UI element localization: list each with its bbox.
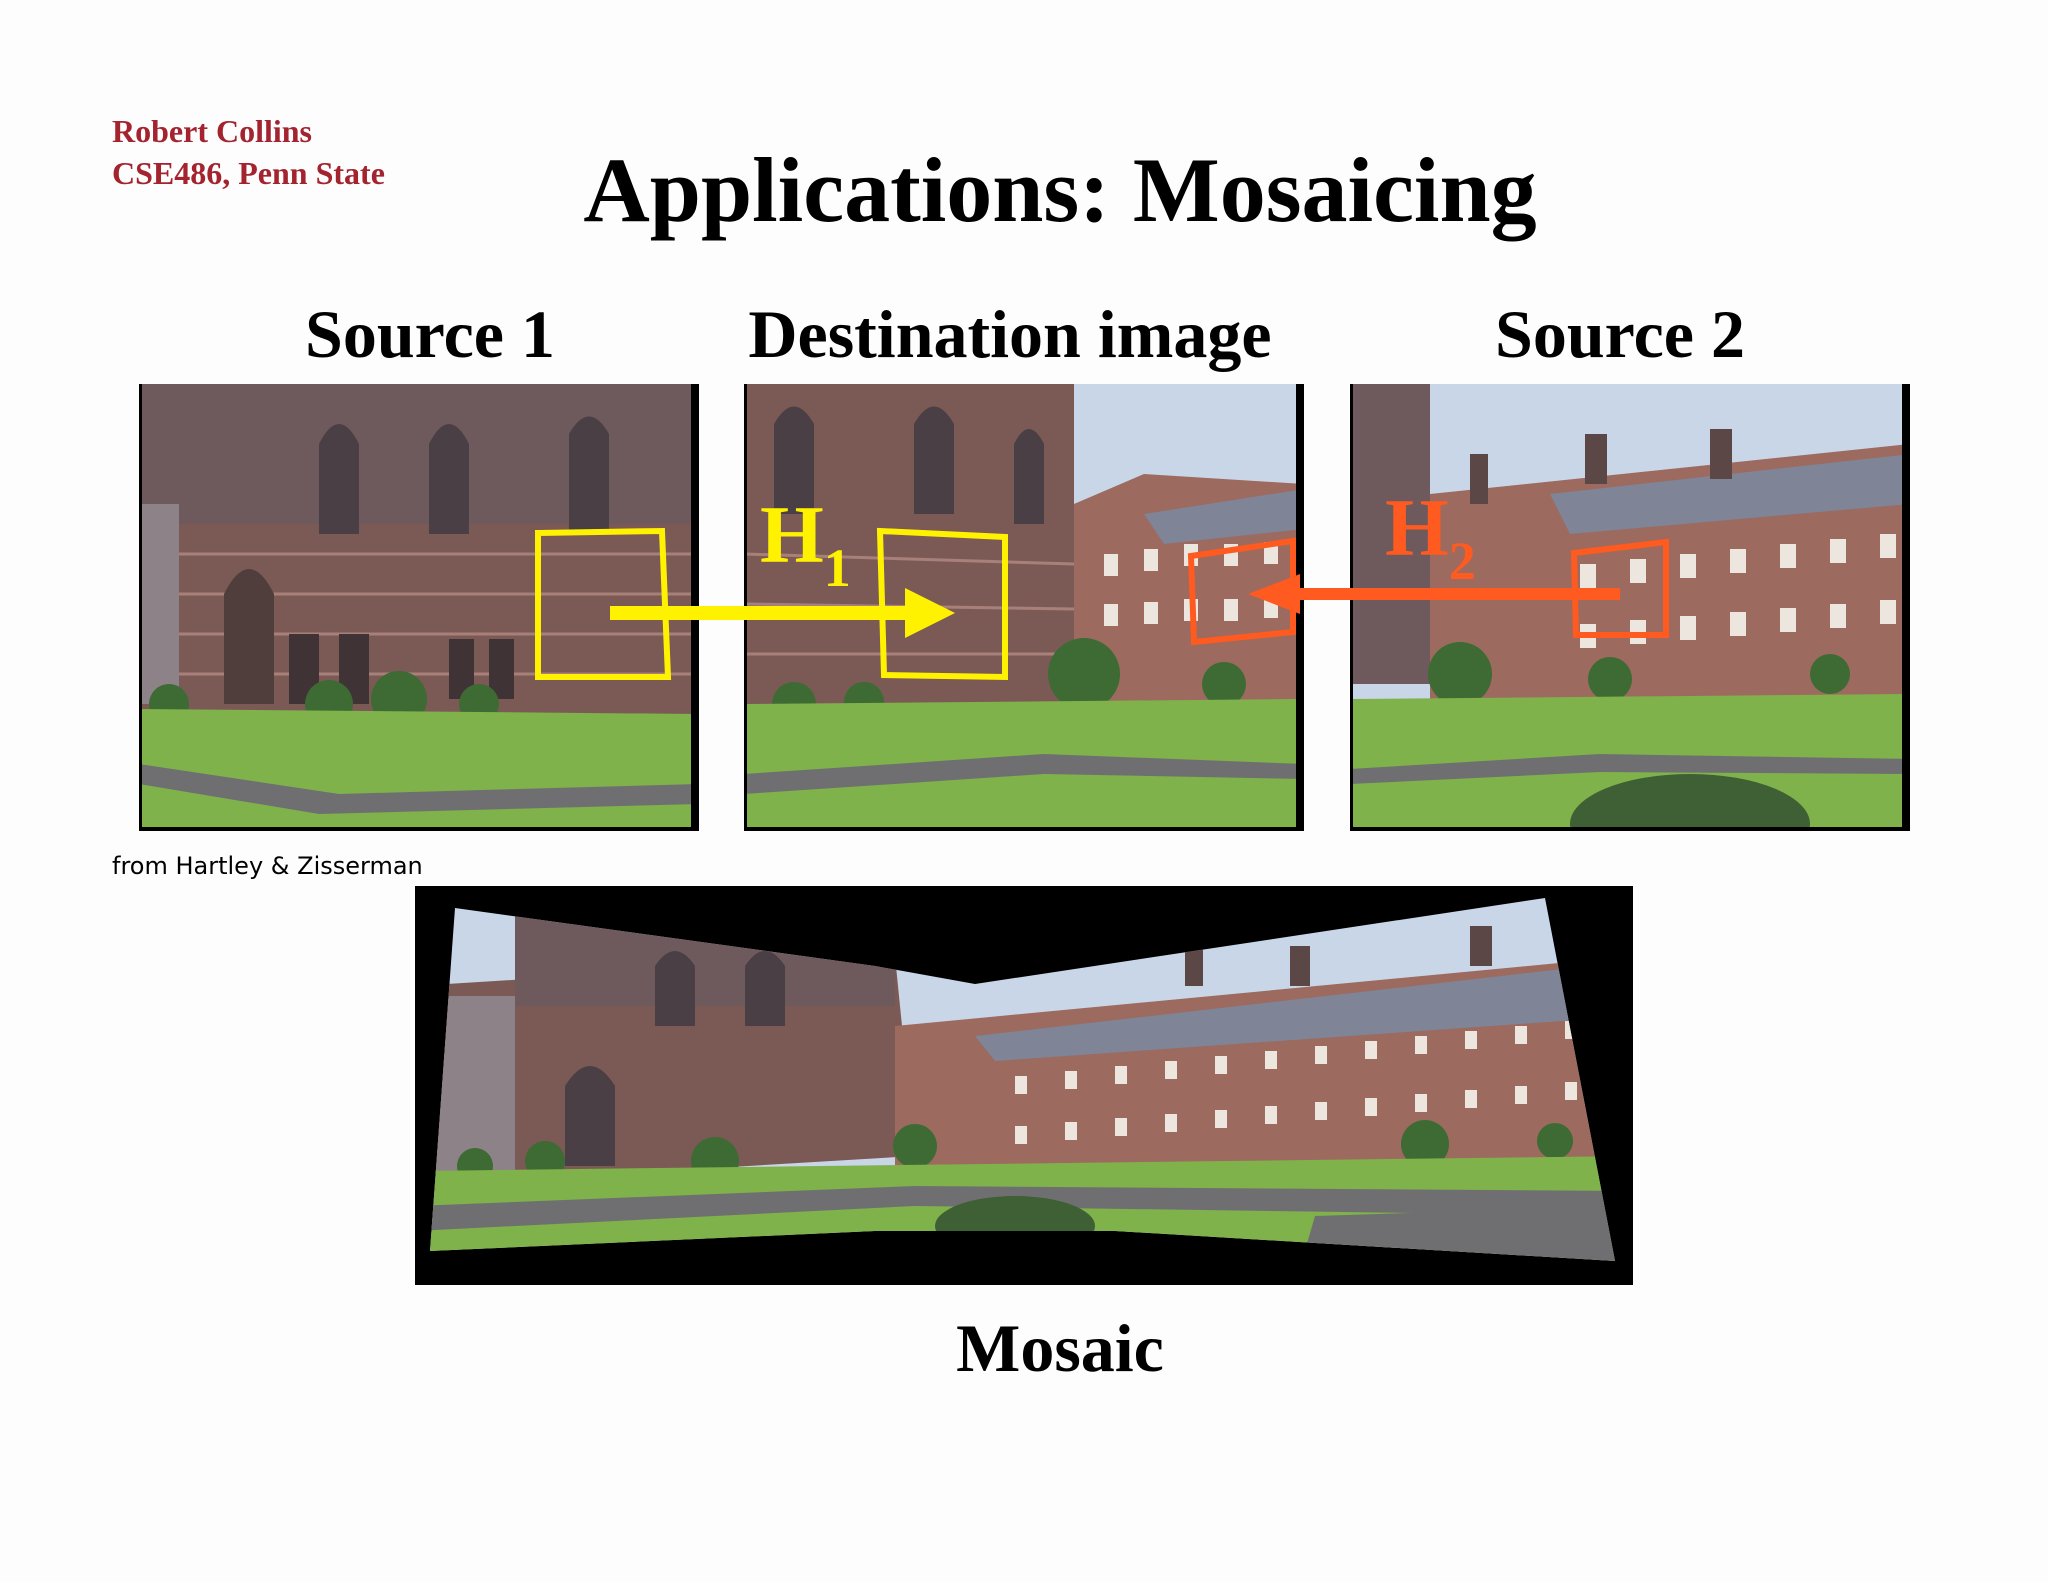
author-name: Robert Collins bbox=[112, 113, 312, 149]
destination-image bbox=[744, 384, 1304, 831]
source1-image bbox=[139, 384, 699, 831]
source2-image bbox=[1350, 384, 1910, 831]
destination-caption: Destination image bbox=[748, 296, 1272, 372]
mosaic-caption: Mosaic bbox=[956, 1310, 1164, 1386]
source2-caption: Source 2 bbox=[1495, 296, 1745, 372]
image-credit: from Hartley & Zisserman bbox=[112, 852, 423, 880]
author-block: Robert Collins CSE486, Penn State bbox=[112, 110, 385, 194]
source1-caption: Source 1 bbox=[305, 296, 555, 372]
slide-title: Applications: Mosaicing bbox=[583, 139, 1537, 241]
mosaic-image bbox=[415, 886, 1633, 1285]
course-name: CSE486, Penn State bbox=[112, 155, 385, 191]
